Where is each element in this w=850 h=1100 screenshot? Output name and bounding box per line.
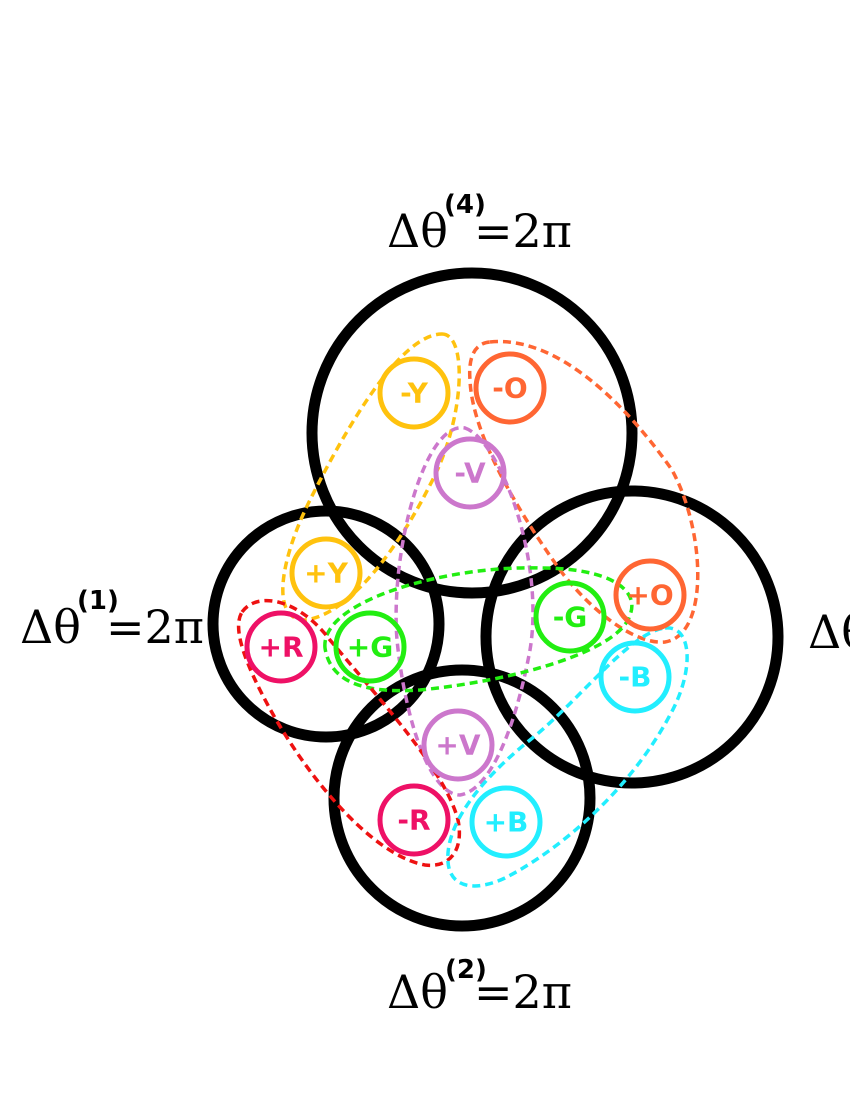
charge-plus-b: +B <box>469 785 543 859</box>
charge-plus-g: +G <box>333 610 407 684</box>
domain-circle-3 <box>480 485 784 789</box>
svg-text:-R: -R <box>397 804 430 837</box>
label-domain-2-base: Δθ <box>387 965 448 1019</box>
charge-minus-v: -V <box>433 436 507 510</box>
label-domain-4: Δθ (4) =2π <box>387 190 572 258</box>
cyan-dashed-loop <box>446 626 689 888</box>
charge-plus-o: +O <box>613 558 687 632</box>
label-domain-3-base: Δθ <box>808 605 850 659</box>
green-dashed-loop <box>323 566 634 693</box>
svg-text:-O: -O <box>492 372 527 405</box>
svg-text:+O: +O <box>626 579 673 612</box>
charge-minus-y: -Y <box>377 356 451 430</box>
label-domain-1-rest: =2π <box>106 600 204 654</box>
svg-text:+V: +V <box>435 729 480 762</box>
label-domain-2-rest: =2π <box>474 965 572 1019</box>
domain-circle-4 <box>306 267 638 599</box>
charge-plus-y: +Y <box>289 536 363 610</box>
label-domain-4-sup: (4) <box>444 190 486 220</box>
charge-minus-g: -G <box>533 580 607 654</box>
charge-plus-r: +R <box>244 610 318 684</box>
svg-text:-B: -B <box>619 661 652 694</box>
label-domain-2: Δθ (2) =2π <box>387 955 572 1019</box>
svg-text:+B: +B <box>484 806 529 839</box>
orange-dashed-loop <box>467 339 700 644</box>
charge-minus-b: -B <box>598 640 672 714</box>
svg-text:-G: -G <box>553 601 588 634</box>
label-domain-4-rest: =2π <box>474 204 572 258</box>
domain-circle-2 <box>328 664 596 932</box>
svg-text:+R: +R <box>258 631 303 664</box>
charge-minus-r: -R <box>377 783 451 857</box>
charge-plus-v: +V <box>421 708 495 782</box>
svg-text:-Y: -Y <box>400 377 429 410</box>
violet-dashed-loop <box>394 426 535 797</box>
domain-circle-1 <box>207 505 445 743</box>
svg-text:+G: +G <box>347 631 393 664</box>
label-domain-2-sup: (2) <box>445 955 487 985</box>
label-domain-3: Δθ <box>808 605 850 659</box>
label-domain-1: Δθ (1) =2π <box>20 586 204 654</box>
label-domain-1-sup: (1) <box>77 586 119 616</box>
charge-minus-o: -O <box>473 351 547 425</box>
svg-text:-V: -V <box>454 457 486 490</box>
label-domain-4-base: Δθ <box>387 204 448 258</box>
svg-text:+Y: +Y <box>304 557 348 590</box>
label-domain-1-base: Δθ <box>20 600 81 654</box>
red-dashed-loop <box>236 598 462 867</box>
